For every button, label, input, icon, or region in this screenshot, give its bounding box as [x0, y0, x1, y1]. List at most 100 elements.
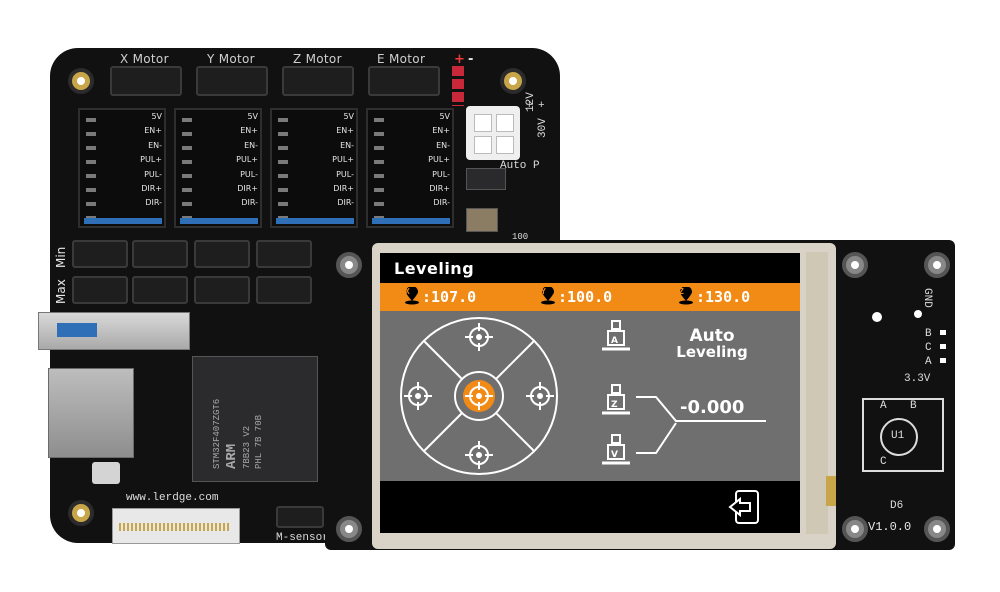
- leveling-pad: [400, 317, 558, 475]
- probe-point-bottom-icon[interactable]: [465, 441, 493, 469]
- display-mount-hole: [924, 516, 950, 542]
- lcd-screen: Leveling X :107.0 Y :100.0 Z :130.0: [380, 253, 800, 533]
- pin-5v: 5V: [439, 112, 450, 121]
- power-input-connector: [466, 106, 520, 160]
- endstop-max-x: [72, 276, 128, 304]
- pin-pul-plus: PUL+: [236, 155, 258, 165]
- probe-point-center-icon[interactable]: [461, 378, 497, 414]
- mcu-chip: STM32F407ZGT6 ARM 7BB23 V2 PHL 7B 70B: [192, 356, 318, 482]
- z-pin-icon: [679, 287, 693, 305]
- u1-label: U1: [891, 430, 905, 442]
- pin-dir-plus: DIR+: [141, 184, 162, 194]
- reset-button[interactable]: [92, 462, 120, 484]
- encoder-knob[interactable]: [880, 418, 918, 456]
- motor-connector-e: [368, 66, 440, 96]
- gnd-label: GND: [921, 288, 933, 308]
- z-coordinate: :130.0: [696, 288, 751, 306]
- pin-5v: 5V: [151, 112, 162, 121]
- pin-pul-minus: PUL-: [336, 169, 354, 179]
- test-pad: [914, 310, 922, 318]
- pin-label-c: C: [925, 342, 932, 354]
- driver-pins: [86, 118, 96, 223]
- driver-pot: [84, 218, 162, 224]
- power-minus-label: -: [468, 52, 474, 67]
- pin-en-plus: EN+: [336, 126, 354, 136]
- power-jumper: [452, 66, 464, 106]
- mount-hole: [68, 68, 94, 94]
- usb-port[interactable]: [38, 312, 190, 350]
- encoder-footprint: [862, 398, 944, 472]
- mount-hole: [500, 68, 526, 94]
- auto-leveling-nozzle-icon[interactable]: [602, 319, 630, 355]
- encoder-a-label: A: [880, 400, 887, 412]
- display-mount-hole: [924, 252, 950, 278]
- pin-dir-plus: DIR+: [333, 184, 354, 194]
- motor-label-e: E Motor: [377, 52, 426, 66]
- driver-pin-labels-e: 5V EN+ EN- PUL+ PUL- DIR+ DIR-: [412, 108, 452, 226]
- pin-dir-minus: DIR-: [145, 198, 162, 208]
- pin-en-minus: EN-: [436, 140, 450, 150]
- max-label: Max: [54, 279, 68, 304]
- mcu-date-code: PHL 7B 70B: [254, 414, 264, 469]
- endstop-min-z: [194, 240, 250, 268]
- y-coordinate: :100.0: [558, 288, 613, 306]
- encoder-b-label: B: [910, 400, 917, 412]
- z-up-nozzle-icon[interactable]: [602, 383, 630, 419]
- voltage-30v-label: 30V: [537, 118, 549, 138]
- pin-pul-minus: PUL-: [432, 169, 450, 179]
- probe-point-top-icon[interactable]: [465, 323, 493, 351]
- display-mount-hole: [842, 252, 868, 278]
- pin-5v: 5V: [343, 112, 354, 121]
- m-sensor-connector: [276, 506, 324, 528]
- power-plus-label-3: +: [538, 100, 545, 112]
- encoder-pins: [940, 330, 946, 366]
- website-label: www.lerdge.com: [126, 492, 219, 504]
- probe-point-left-icon[interactable]: [404, 382, 432, 410]
- motor-connector-y: [196, 66, 268, 96]
- fpc-connector: [112, 508, 240, 544]
- sd-card-slot[interactable]: [48, 368, 134, 458]
- pin-label-b: B: [925, 328, 932, 340]
- endstop-max-y: [132, 276, 188, 304]
- probe-point-right-icon[interactable]: [526, 382, 554, 410]
- mcu-part-number: STM32F407ZGT6: [212, 398, 222, 469]
- mount-hole: [68, 500, 94, 526]
- title-bar: Leveling: [380, 253, 800, 283]
- capacitor: [466, 208, 498, 232]
- power-plus-label-2: +: [526, 100, 533, 112]
- pin-pul-minus: PUL-: [240, 169, 258, 179]
- pin-dir-minus: DIR-: [433, 198, 450, 208]
- driver-pin-labels-z: 5V EN+ EN- PUL+ PUL- DIR+ DIR-: [316, 108, 356, 226]
- auto-leveling-button[interactable]: Auto Leveling: [662, 327, 762, 360]
- z-down-nozzle-icon[interactable]: [602, 433, 630, 469]
- resistor-marking: 100: [512, 232, 529, 242]
- driver-pins: [278, 118, 288, 223]
- driver-pin-labels-x: 5V EN+ EN- PUL+ PUL- DIR+ DIR-: [124, 108, 164, 226]
- endstop-max-e: [256, 276, 312, 304]
- z-down-icon-letter: V: [611, 450, 618, 460]
- y-pin-icon: [541, 287, 555, 305]
- endstop-min-e: [256, 240, 312, 268]
- pin-5v: 5V: [247, 112, 258, 121]
- probe-bracket-lines: [636, 396, 766, 454]
- min-label: Min: [54, 246, 68, 268]
- driver-pot: [372, 218, 450, 224]
- pin-pul-plus: PUL+: [332, 155, 354, 165]
- probe-offset-value: -0.000: [680, 397, 745, 418]
- endstop-min-x: [72, 240, 128, 268]
- back-exit-icon[interactable]: [728, 489, 762, 525]
- pin-en-minus: EN-: [148, 140, 162, 150]
- pin-dir-minus: DIR-: [337, 198, 354, 208]
- stepper-driver-y: [174, 108, 262, 228]
- pin-en-plus: EN+: [240, 126, 258, 136]
- pin-en-plus: EN+: [432, 126, 450, 136]
- motor-label-z: Z Motor: [293, 52, 342, 66]
- power-plus-label: +: [454, 52, 465, 67]
- endstop-max-z: [194, 276, 250, 304]
- motor-label-x: X Motor: [120, 52, 169, 66]
- d6-label: D6: [890, 500, 904, 512]
- motor-connector-x: [110, 66, 182, 96]
- z-up-icon-letter: Z: [611, 400, 618, 410]
- y-pin-letter: Y: [541, 287, 546, 296]
- pin-dir-plus: DIR+: [429, 184, 450, 194]
